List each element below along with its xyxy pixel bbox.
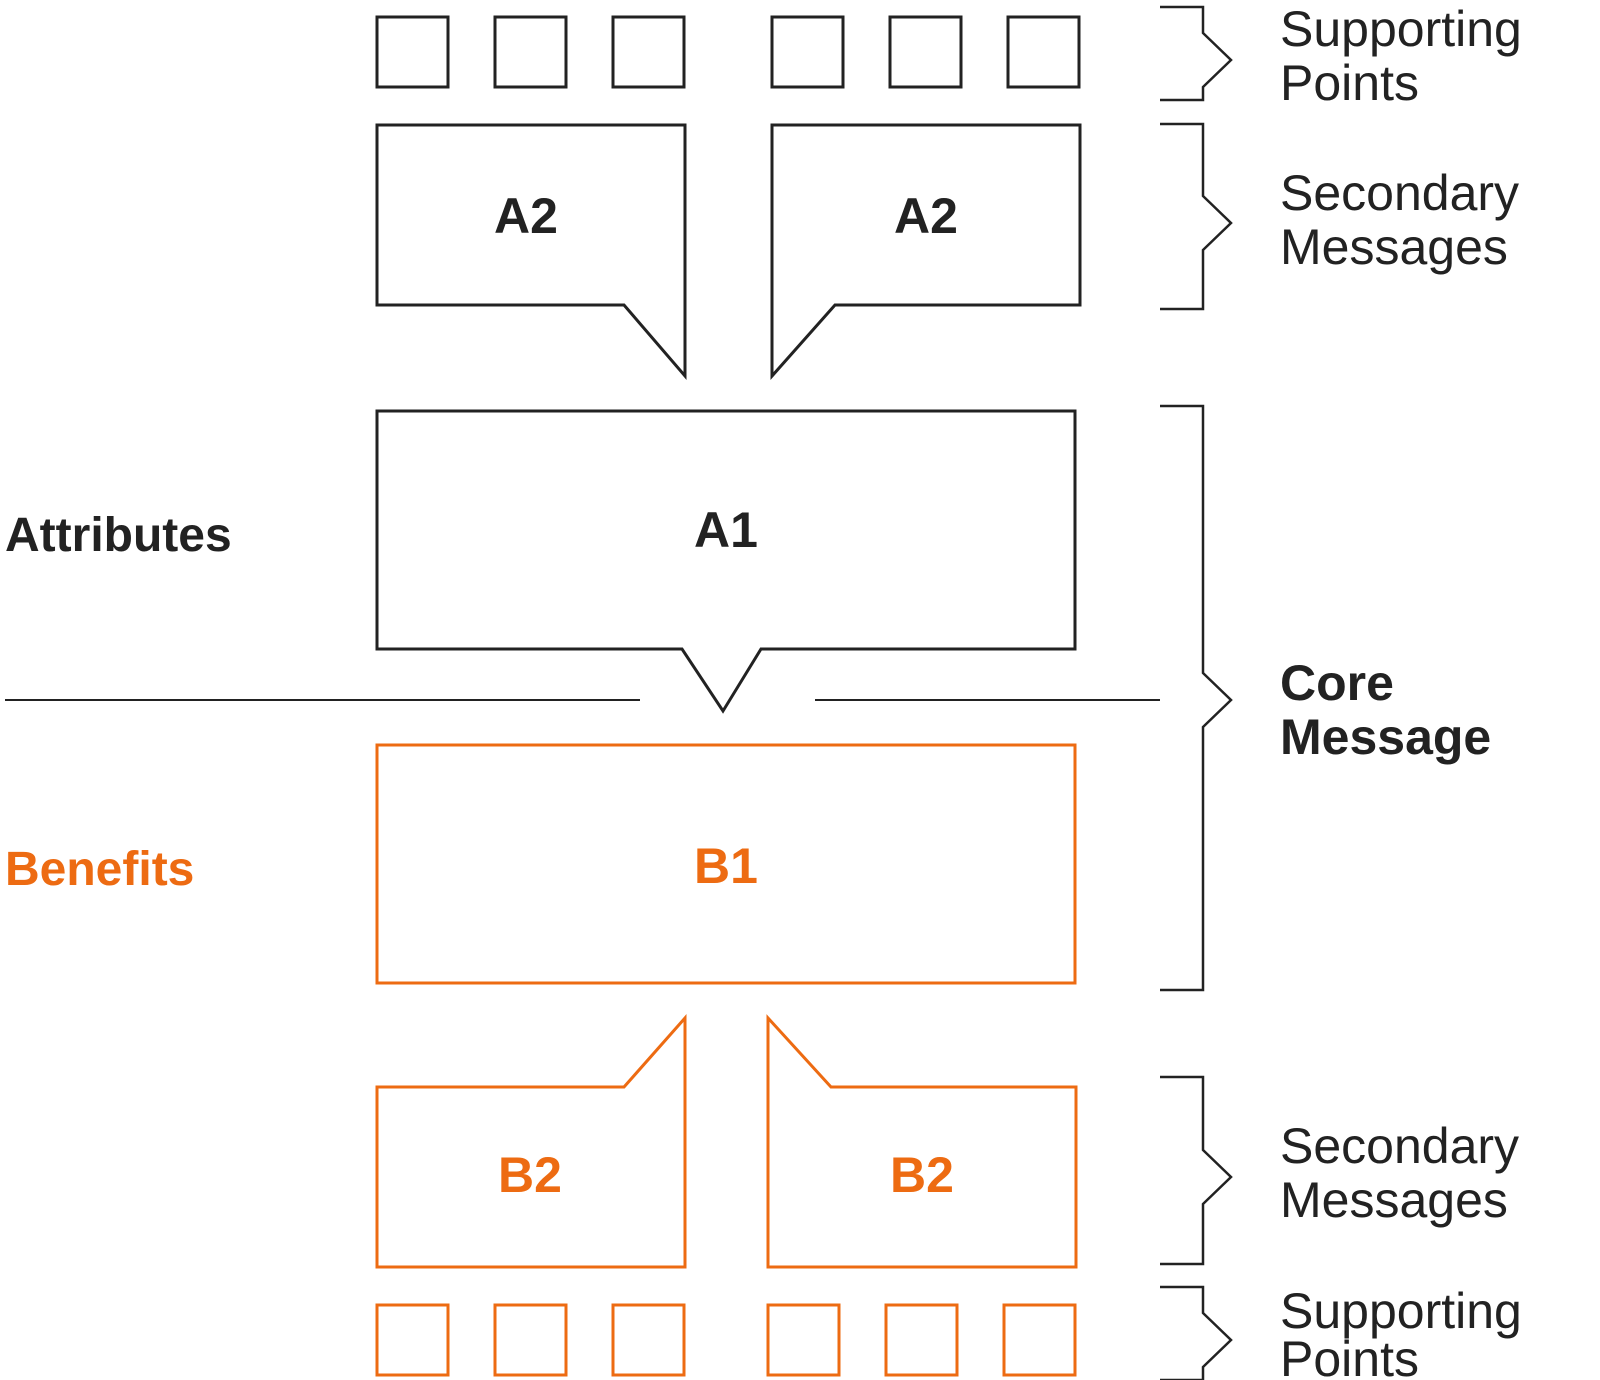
bracket-core [1160,404,1233,992]
bracket-bottom-supporting [1160,1285,1233,1380]
a1-bubble [375,409,1077,714]
attributes-label: Attributes [5,509,232,562]
right-labels: Supporting Points Secondary Messages Cor… [1280,1,1522,1380]
a1-label: A1 [694,502,758,558]
b2-right-bubble [766,1014,1078,1269]
bottom-secondary-label-line2: Messages [1280,1172,1508,1228]
top-supporting-points [375,15,1081,89]
b2-left-bubble [375,1014,687,1269]
supporting-point-box [375,1303,450,1377]
supporting-point-box [493,1303,568,1377]
bottom-supporting-points [375,1303,1077,1377]
supporting-point-box [611,1303,686,1377]
b2-left-label: B2 [498,1147,562,1203]
supporting-point-box [888,15,963,89]
top-secondary-label-line2: Messages [1280,219,1508,275]
top-supporting-label-line2: Points [1280,55,1419,111]
top-supporting-label-line1: Supporting [1280,1,1522,57]
supporting-point-box [884,1303,959,1377]
a2-left-bubble [375,123,687,381]
b1-box [375,743,1077,985]
bracket-top-secondary [1160,122,1233,311]
b1-label: B1 [694,838,758,894]
supporting-point-box [766,1303,841,1377]
supporting-point-box [770,15,845,89]
right-brackets [1160,5,1233,1380]
supporting-point-box [1002,1303,1077,1377]
b2-right-label: B2 [890,1147,954,1203]
bracket-top-supporting [1160,5,1233,102]
a2-bubbles [375,123,1082,381]
bottom-supporting-label-line1: Supporting [1280,1283,1522,1339]
core-label-line1: Core [1280,655,1394,711]
bracket-bottom-secondary [1160,1075,1233,1266]
benefits-label: Benefits [5,843,194,896]
supporting-point-box [375,15,450,89]
supporting-point-box [611,15,686,89]
supporting-point-box [493,15,568,89]
bottom-supporting-label-line2: Points [1280,1331,1419,1380]
core-label-line2: Message [1280,709,1491,765]
b2-bubbles [375,1014,1078,1269]
a2-left-label: A2 [494,188,558,244]
a2-right-label: A2 [894,188,958,244]
top-secondary-label-line1: Secondary [1280,165,1519,221]
supporting-point-box [1006,15,1081,89]
bottom-secondary-label-line1: Secondary [1280,1118,1519,1174]
a2-right-bubble [770,123,1082,380]
